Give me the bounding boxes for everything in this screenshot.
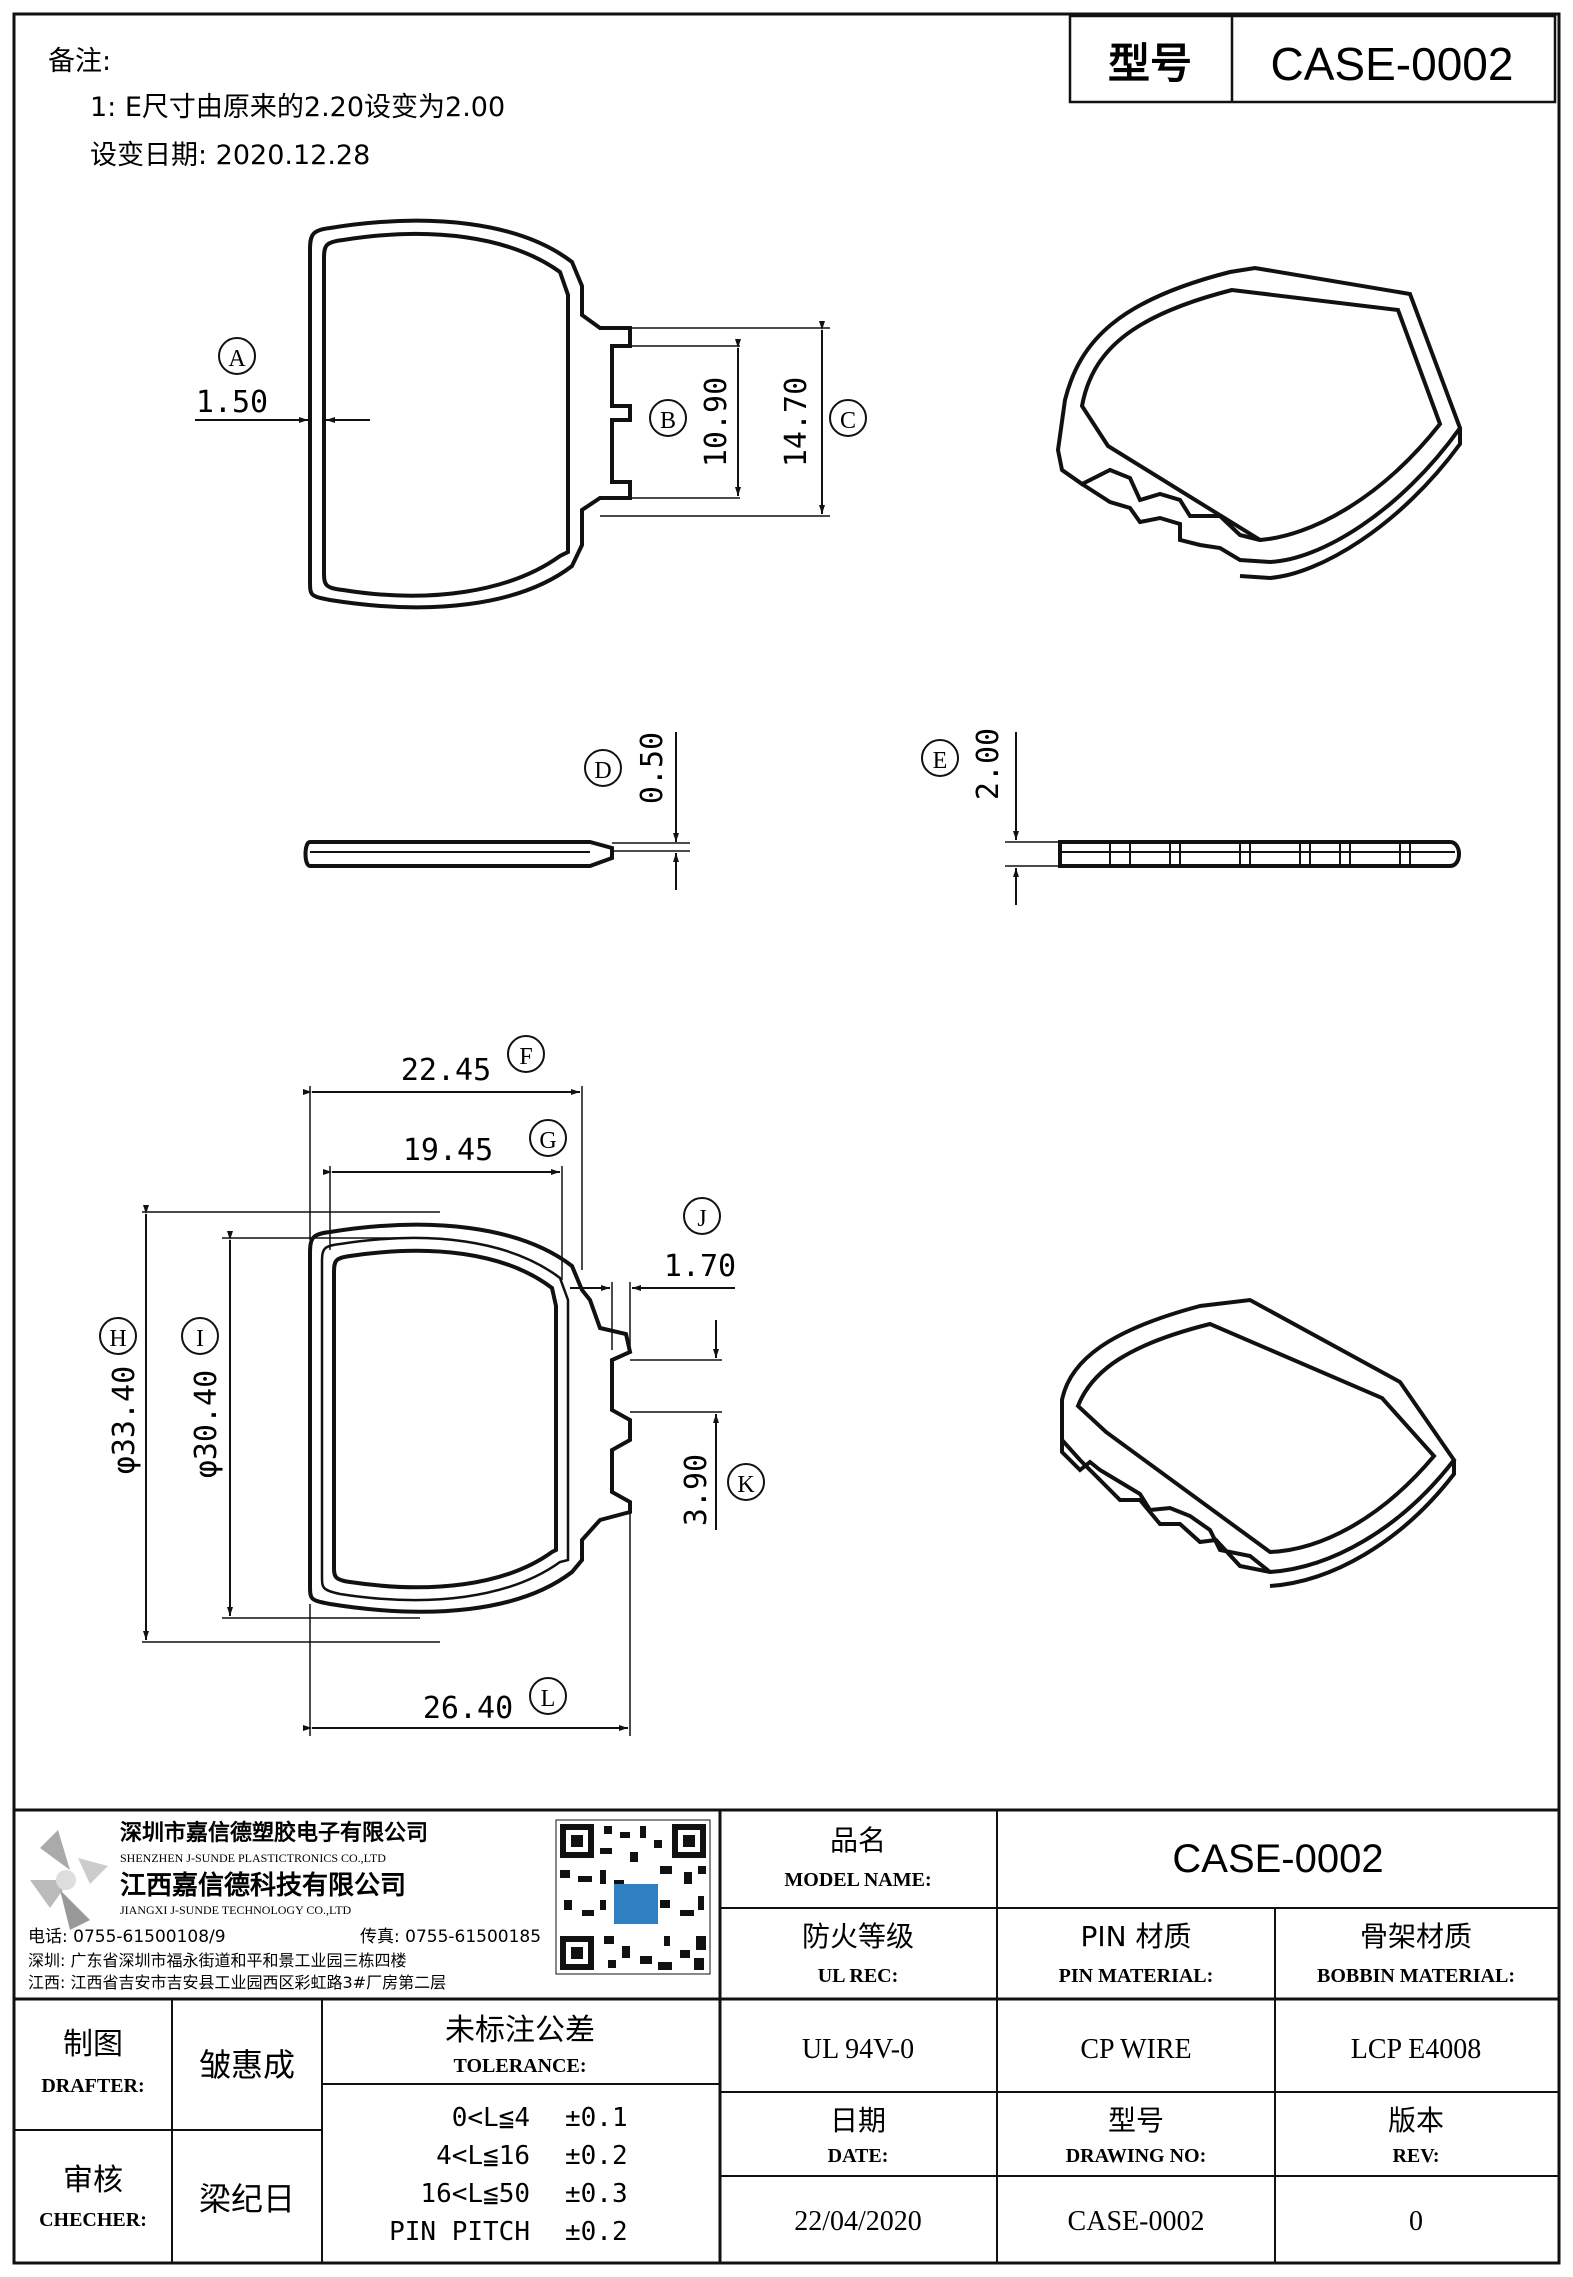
- dim-a-tag: A: [228, 346, 246, 372]
- dim-e-tag: E: [933, 748, 948, 774]
- dim-j-value: 1.70: [664, 1249, 736, 1284]
- dim-i: I φ30.40: [181, 1231, 420, 1619]
- bottom-view: [308, 1222, 633, 1614]
- drawing-no-value: CASE-0002: [1068, 2206, 1205, 2237]
- company-logo: [30, 1830, 108, 1930]
- checker-name: 梁纪日: [199, 2180, 295, 2218]
- dim-e-value: 2.00: [971, 728, 1006, 800]
- dim-c-tag: C: [840, 408, 856, 434]
- sheet-border: [12, 12, 1561, 2265]
- iso-view-bottom: [1060, 1297, 1457, 1588]
- company-name-cn-1: 深圳市嘉信德塑胶电子有限公司: [120, 1820, 428, 1846]
- tolerance-en: TOLERANCE:: [454, 2055, 587, 2077]
- drawing-no-en: DRAWING NO:: [1066, 2145, 1207, 2167]
- drawing-no-cn: 型号: [1108, 2104, 1164, 2137]
- dim-k-tag: K: [737, 1472, 755, 1498]
- bobbin-material-en: BOBBIN MATERIAL:: [1317, 1965, 1515, 1987]
- company-phone: 电话: 0755-61500108/9: [28, 1927, 226, 1947]
- date-cn: 日期: [830, 2104, 886, 2137]
- notes-line1: 1: E尺寸由原来的2.20设变为2.00: [90, 92, 505, 123]
- tol-range-3: PIN PITCH: [389, 2217, 530, 2247]
- dim-l-value: 26.40: [423, 1691, 513, 1726]
- tol-range-2: 16<L≦50: [420, 2179, 530, 2209]
- bobbin-material-value: LCP E4008: [1351, 2034, 1481, 2065]
- qr-code: [555, 1819, 711, 1975]
- ul-en: UL REC:: [818, 1965, 899, 1987]
- notes-line2: 设变日期: 2020.12.28: [90, 140, 370, 171]
- company-name-en-2: JIANGXI J-SUNDE TECHNOLOGY CO.,LTD: [120, 1903, 352, 1917]
- company-fax: 传真: 0755-61500185: [360, 1927, 541, 1947]
- dim-g-tag: G: [539, 1128, 556, 1154]
- company-name-cn-2: 江西嘉信德科技有限公司: [120, 1871, 406, 1901]
- dim-b: B 10.90: [632, 339, 741, 499]
- notes-title: 备注:: [48, 46, 111, 77]
- drafter-en: DRAFTER:: [41, 2075, 144, 2097]
- tol-range-1: 4<L≦16: [436, 2141, 530, 2171]
- dim-b-value: 10.90: [699, 377, 734, 467]
- dim-h: H φ33.40: [99, 1205, 440, 1643]
- model-name-cn: 品名: [830, 1824, 886, 1857]
- header-model-box: 型号 CASE-0002: [1068, 14, 1557, 104]
- company-address-jx: 江西: 江西省吉安市吉安县工业园西区彩虹路3#厂房第二层: [28, 1973, 446, 1992]
- company-name-en-1: SHENZHEN J-SUNDE PLASTICTRONICS CO.,LTD: [120, 1851, 386, 1865]
- tol-range-0: 0<L≦4: [452, 2103, 530, 2133]
- dim-a-value: 1.50: [196, 385, 268, 420]
- dim-k-value: 3.90: [679, 1454, 714, 1526]
- title-block: [14, 1808, 1559, 2263]
- dim-f: 22.45 F: [303, 1035, 583, 1270]
- pin-material-en: PIN MATERIAL:: [1059, 1965, 1214, 1987]
- dim-a: A 1.50: [195, 337, 370, 423]
- dim-c: C 14.70: [600, 321, 867, 517]
- title-block-text: 品名 MODEL NAME: CASE-0002 防火等级 UL REC: PI…: [39, 1824, 1515, 2247]
- tol-value-3: ±0.2: [565, 2217, 628, 2247]
- rev-cn: 版本: [1388, 2104, 1444, 2137]
- notes: 备注: 1: E尺寸由原来的2.20设变为2.00 设变日期: 2020.12.…: [48, 46, 505, 171]
- side-view-1: D 0.50: [303, 732, 690, 890]
- dim-j-tag: J: [697, 1206, 706, 1232]
- dim-i-value: φ30.40: [189, 1370, 224, 1478]
- tol-value-0: ±0.1: [565, 2103, 628, 2133]
- dim-f-tag: F: [519, 1044, 532, 1070]
- tol-value-1: ±0.2: [565, 2141, 628, 2171]
- top-view: [308, 218, 632, 610]
- dim-i-tag: I: [196, 1326, 204, 1352]
- ul-cn: 防火等级: [802, 1920, 914, 1953]
- header-model-value: CASE-0002: [1271, 38, 1514, 90]
- drafter-cn: 制图: [63, 2027, 123, 2062]
- company-address-sz: 深圳: 广东省深圳市福永街道和平和景工业园三栋四楼: [28, 1951, 406, 1970]
- dim-d-value: 0.50: [635, 732, 670, 804]
- rev-value: 0: [1409, 2206, 1423, 2237]
- pin-material-cn: PIN 材质: [1081, 1920, 1192, 1953]
- side-view-2: E 2.00: [921, 728, 1461, 905]
- dim-l-tag: L: [541, 1686, 556, 1712]
- tolerance-cn: 未标注公差: [445, 2013, 595, 2048]
- checker-cn: 审核: [63, 2163, 123, 2198]
- model-name-value: CASE-0002: [1172, 1837, 1383, 1881]
- dim-h-tag: H: [109, 1326, 126, 1352]
- date-value: 22/04/2020: [794, 2206, 922, 2237]
- dim-f-value: 22.45: [401, 1053, 491, 1088]
- ul-value: UL 94V-0: [802, 2034, 914, 2065]
- header-model-label: 型号: [1108, 39, 1192, 88]
- dim-l: 26.40 L: [303, 1512, 631, 1736]
- rev-en: REV:: [1392, 2145, 1439, 2167]
- dim-h-value: φ33.40: [107, 1366, 142, 1474]
- dim-c-value: 14.70: [779, 377, 814, 467]
- dim-g-value: 19.45: [403, 1133, 493, 1168]
- date-en: DATE:: [828, 2145, 889, 2167]
- model-name-en: MODEL NAME:: [784, 1869, 931, 1891]
- dim-g: 19.45 G: [323, 1119, 567, 1280]
- tol-value-2: ±0.3: [565, 2179, 628, 2209]
- dim-k: 3.90 K: [630, 1320, 765, 1530]
- iso-view-top: [1055, 265, 1463, 581]
- drafter-name: 皱惠成: [199, 2046, 295, 2084]
- checker-en: CHECHER:: [39, 2209, 147, 2231]
- dim-b-tag: B: [660, 408, 676, 434]
- pin-material-value: CP WIRE: [1080, 2034, 1191, 2065]
- dim-d-tag: D: [594, 758, 611, 784]
- bobbin-material-cn: 骨架材质: [1360, 1920, 1472, 1953]
- dim-j: 1.70 J: [570, 1197, 736, 1350]
